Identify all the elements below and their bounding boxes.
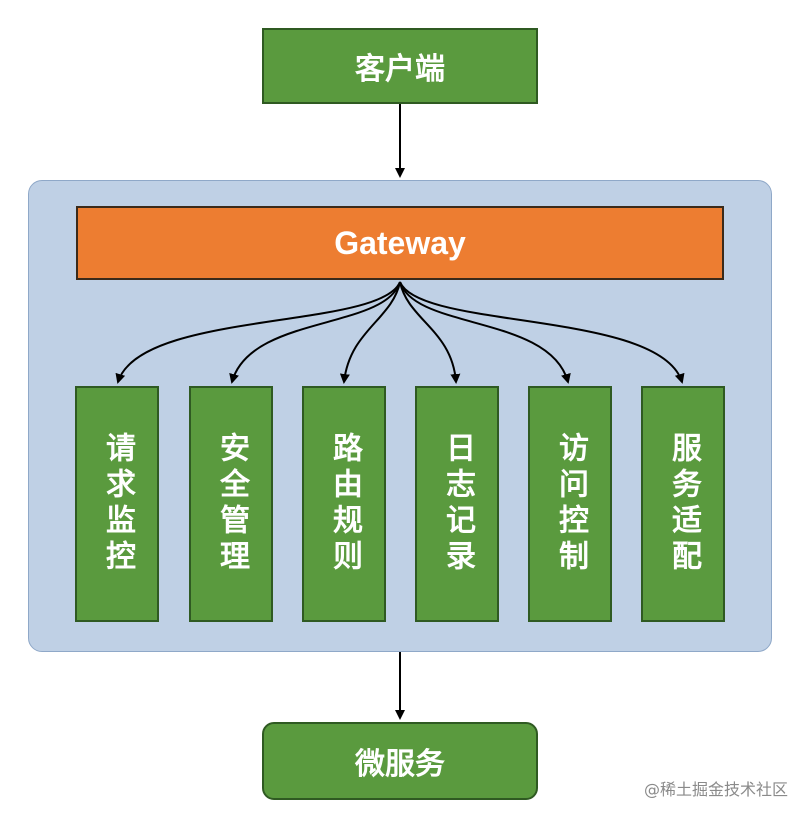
module-label: 路由规则 — [327, 432, 362, 576]
module-label: 请求监控 — [100, 432, 135, 576]
module-label: 安全管理 — [214, 432, 249, 576]
module-label: 访问控制 — [553, 432, 588, 576]
client-node: 客户端 — [262, 28, 538, 104]
module-service-adapter: 服务适配 — [641, 386, 725, 622]
arrow-to-module-4 — [399, 281, 461, 384]
module-request-monitor: 请求监控 — [75, 386, 159, 622]
module-routing-rules: 路由规则 — [302, 386, 386, 622]
arrow-to-module-2 — [229, 281, 401, 384]
module-label: 日志记录 — [440, 432, 475, 576]
arrow-to-module-3 — [339, 281, 401, 384]
arrow-to-module-6 — [399, 281, 685, 384]
microservice-node: 微服务 — [262, 722, 538, 800]
watermark: @稀土掘金技术社区 — [643, 780, 788, 799]
module-access-control: 访问控制 — [528, 386, 612, 622]
module-security-management: 安全管理 — [189, 386, 273, 622]
gateway-label: Gateway — [334, 224, 466, 261]
arrow-to-module-1 — [115, 281, 401, 384]
module-label: 服务适配 — [666, 432, 701, 576]
client-label: 客户端 — [355, 52, 445, 87]
arrow-to-module-5 — [399, 281, 571, 384]
module-logging: 日志记录 — [415, 386, 499, 622]
gateway-node: Gateway — [76, 206, 724, 280]
microservice-label: 微服务 — [355, 747, 445, 782]
